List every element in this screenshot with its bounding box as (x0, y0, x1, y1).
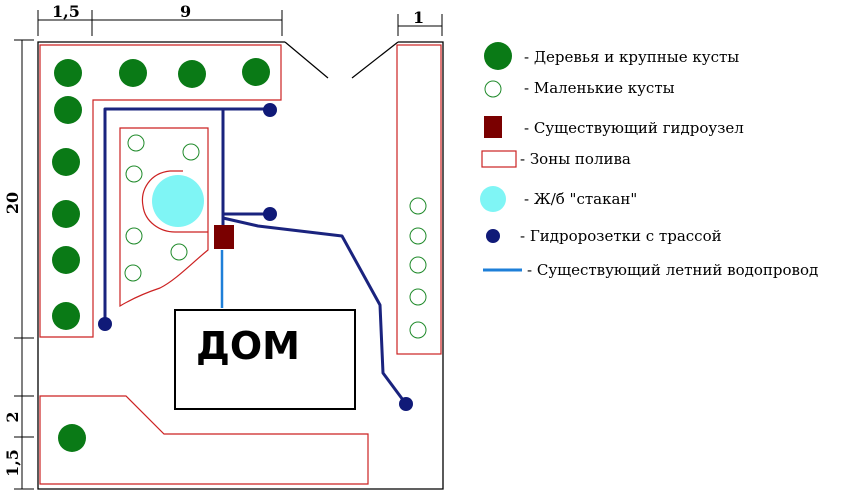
legend-water-node-icon (484, 116, 502, 138)
large-tree-icon (52, 246, 80, 274)
irrigation-zone-right-strip (396, 44, 442, 355)
large-tree-icon (52, 302, 80, 330)
dim-top-left: 1,5 (52, 2, 80, 21)
legend-label-trees: - Деревья и крупные кусты (524, 48, 739, 66)
large-trees (52, 58, 270, 452)
legend-label-bushes: - Маленькие кусты (524, 79, 675, 97)
legend-small-bush-icon (484, 80, 502, 98)
large-tree-icon (54, 96, 82, 124)
large-tree-icon (52, 148, 80, 176)
hydrant-icon (98, 317, 112, 331)
water-node-icon (214, 225, 234, 249)
hydrant-icon (263, 103, 277, 117)
large-tree-icon (242, 58, 270, 86)
legend-hydrant-icon (486, 229, 500, 243)
legend: - Деревья и крупные кусты - Маленькие ку… (480, 42, 818, 279)
house (174, 309, 356, 410)
large-tree-icon (119, 59, 147, 87)
hydrant-icon (399, 397, 413, 411)
small-bush-icon (127, 134, 145, 152)
dimension-lines (14, 10, 443, 490)
small-bush-icon (125, 165, 143, 183)
dim-top-middle: 9 (180, 2, 191, 21)
dim-left-side: 20 (3, 192, 22, 214)
dim-top-right: 1 (413, 8, 424, 27)
small-bushes (124, 134, 427, 339)
large-tree-icon (178, 60, 206, 88)
legend-label-hydrants: - Гидророзетки с трассой (520, 227, 722, 245)
irrigation-zones (39, 44, 442, 485)
legend-label-water-node: - Существующий гидроузел (524, 119, 744, 137)
legend-label-pipe: - Существующий летний водопровод (527, 261, 818, 279)
irrigation-zone-inner-notch (141, 170, 208, 233)
legend-irrigation-zone-icon (481, 150, 517, 168)
legend-label-zones: - Зоны полива (520, 150, 631, 168)
small-bush-icon (409, 197, 427, 215)
dim-left-bottom-upper: 2 (3, 411, 22, 422)
small-bush-icon (125, 227, 143, 245)
irrigation-zone-bottom (39, 395, 369, 485)
small-bush-icon (409, 256, 427, 274)
legend-label-well: - Ж/б "стакан" (524, 190, 637, 208)
small-bush-icon (409, 227, 427, 245)
large-tree-icon (58, 424, 86, 452)
hydrant-icon (263, 207, 277, 221)
small-bush-icon (170, 243, 188, 261)
hydrants (98, 103, 413, 411)
water-pipes (103, 107, 408, 405)
concrete-well-icon (152, 175, 204, 227)
small-bush-icon (409, 321, 427, 339)
irrigation-zone-inner (119, 127, 209, 308)
site-boundary (37, 41, 444, 490)
large-tree-icon (54, 59, 82, 87)
legend-large-tree-icon (484, 42, 512, 70)
small-bush-icon (182, 143, 200, 161)
house-label: ДОМ (196, 324, 300, 368)
pipe-left (103, 107, 223, 324)
irrigation-zone-l-shape (39, 44, 282, 338)
large-tree-icon (52, 200, 80, 228)
pipe-right (222, 216, 408, 405)
dim-left-bottom-lower: 1,5 (3, 449, 22, 477)
small-bush-icon (124, 264, 142, 282)
legend-concrete-well-icon (480, 186, 506, 212)
small-bush-icon (409, 288, 427, 306)
